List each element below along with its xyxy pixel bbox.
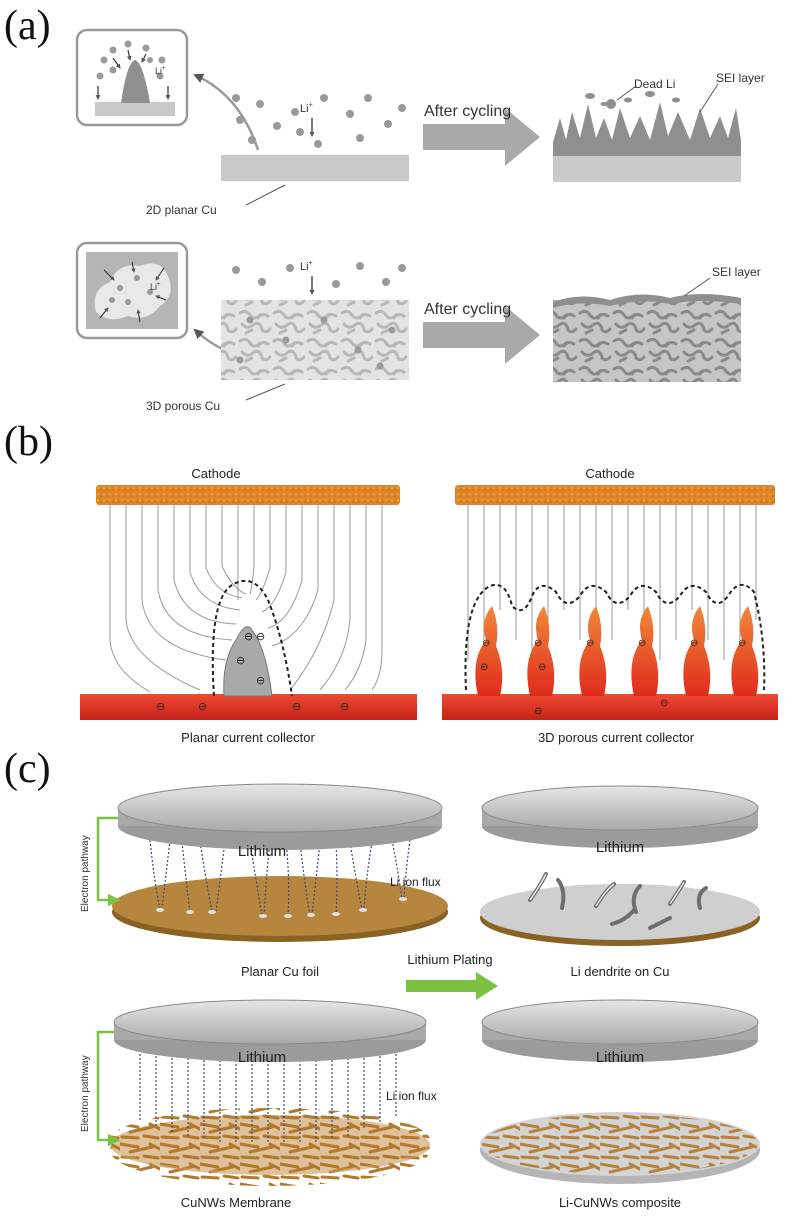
- electron-pathway-label-1: Electron pathway: [80, 835, 91, 912]
- svg-text:⊖: ⊖: [244, 631, 253, 643]
- panel-label-a: (a): [4, 3, 51, 49]
- inset-li-label: Li+: [155, 66, 166, 76]
- composite-assembly: Lithium Li-CuNWs composite: [480, 999, 760, 1210]
- after-cycling-label-1: After cycling: [424, 103, 511, 120]
- svg-text:⊖: ⊖: [660, 698, 668, 709]
- svg-text:⊖: ⊖: [586, 638, 594, 649]
- planar-cu-assembly: Lithium Li ion flux Planar Cu foil: [112, 783, 448, 979]
- sei-layer-label-1: SEI layer: [716, 71, 765, 85]
- panel-label-c: (c): [4, 746, 51, 792]
- cunws-membrane-label: CuNWs Membrane: [181, 1195, 292, 1210]
- dendrite-b: [223, 626, 273, 697]
- li-ion-label-2: Li+: [300, 260, 313, 273]
- equipotential-right: [464, 584, 766, 691]
- cathode-label-left: Cathode: [191, 466, 240, 481]
- lithium-label-4: Lithium: [596, 1049, 644, 1066]
- svg-text:⊖: ⊖: [690, 638, 698, 649]
- svg-text:⊖: ⊖: [534, 638, 542, 649]
- porous-pillars: [475, 606, 759, 696]
- dendrite-result: Dead Li SEI layer: [553, 71, 765, 182]
- cathode-left: [96, 485, 400, 505]
- lithium-label-1: Lithium: [238, 843, 286, 860]
- cathode-label-right: Cathode: [585, 466, 634, 481]
- lithium-plating-label: Lithium Plating: [407, 952, 492, 967]
- svg-text:⊖: ⊖: [198, 701, 207, 713]
- cathode-right: [455, 485, 775, 505]
- inset-planar-nucleation: Li+: [75, 28, 189, 127]
- planar-collector: [80, 694, 417, 720]
- planar-cu-label: 2D planar Cu: [146, 203, 217, 217]
- planar-cu-substrate: Li+ 2D planar Cu: [146, 94, 409, 217]
- equipotential-left: [211, 580, 293, 697]
- porous-result: SEI layer: [553, 265, 761, 382]
- inset-porous-nucleation: Li+: [75, 241, 189, 340]
- electron-pathway-1: Electron pathway: [80, 816, 121, 912]
- panel-label-b: (b): [4, 419, 53, 465]
- svg-text:⊖: ⊖: [256, 631, 265, 643]
- after-cycling-label-2: After cycling: [424, 301, 511, 318]
- svg-text:⊖: ⊖: [256, 675, 265, 687]
- svg-text:⊖: ⊖: [638, 638, 646, 649]
- panel-b: Cathode ⊖ ⊖ ⊖ ⊖: [80, 466, 778, 745]
- li-ion-flux-label-1: Li ion flux: [390, 875, 441, 889]
- svg-text:⊖: ⊖: [534, 706, 542, 717]
- svg-text:⊖: ⊖: [538, 662, 546, 673]
- electrons-right: ⊖ ⊖ ⊖ ⊖ ⊖ ⊖ ⊖ ⊖ ⊖ ⊖: [480, 638, 746, 717]
- after-cycling-arrow-2: After cycling: [423, 301, 540, 364]
- lithium-label-2: Lithium: [596, 839, 644, 856]
- porous-cu-substrate: Li+ 3D porous Cu: [146, 260, 409, 413]
- planar-cu-foil-label: Planar Cu foil: [241, 964, 319, 979]
- electron-pathway-label-2: Electron pathway: [80, 1055, 91, 1132]
- lithium-plating-arrow: Lithium Plating: [406, 952, 498, 1000]
- svg-text:⊖: ⊖: [340, 701, 349, 713]
- svg-text:⊖: ⊖: [482, 638, 490, 649]
- li-ion-flux-label-2: Li ion flux: [386, 1089, 437, 1103]
- svg-text:⊖: ⊖: [236, 655, 245, 667]
- dendrite-assembly: Lithium Li dendrite on Cu: [480, 785, 760, 979]
- field-lines-right: [467, 505, 757, 660]
- li-cunws-composite-label: Li-CuNWs composite: [559, 1195, 681, 1210]
- field-lines-left: [109, 505, 383, 693]
- porous-collector: [442, 694, 778, 720]
- dead-li-label: Dead Li: [634, 77, 675, 91]
- electron-pathway-2: Electron pathway: [80, 1030, 121, 1147]
- caption-porous-collector: 3D porous current collector: [538, 730, 695, 745]
- panel-c: Lithium Li ion flux Planar Cu foil Elect…: [80, 783, 760, 1210]
- inset-li-label-2: Li+: [150, 282, 161, 292]
- caption-planar-collector: Planar current collector: [181, 730, 315, 745]
- svg-text:⊖: ⊖: [156, 701, 165, 713]
- electrons-left: ⊖ ⊖ ⊖ ⊖ ⊖ ⊖ ⊖ ⊖: [156, 631, 349, 713]
- lithium-label-3: Lithium: [238, 1049, 286, 1066]
- porous-cu-label: 3D porous Cu: [146, 399, 220, 413]
- svg-text:⊖: ⊖: [738, 638, 746, 649]
- li-ion-label-1: Li+: [300, 102, 313, 115]
- svg-text:⊖: ⊖: [480, 662, 488, 673]
- svg-text:⊖: ⊖: [292, 701, 301, 713]
- li-dendrite-label: Li dendrite on Cu: [570, 964, 669, 979]
- sei-layer-label-2: SEI layer: [712, 265, 761, 279]
- cunws-assembly: Lithium Li ion flux CuNWs Membrane: [110, 999, 437, 1210]
- panel-a: Li+ Li+ 2D planar Cu After cycling: [75, 28, 765, 413]
- after-cycling-arrow-1: After cycling: [423, 103, 540, 166]
